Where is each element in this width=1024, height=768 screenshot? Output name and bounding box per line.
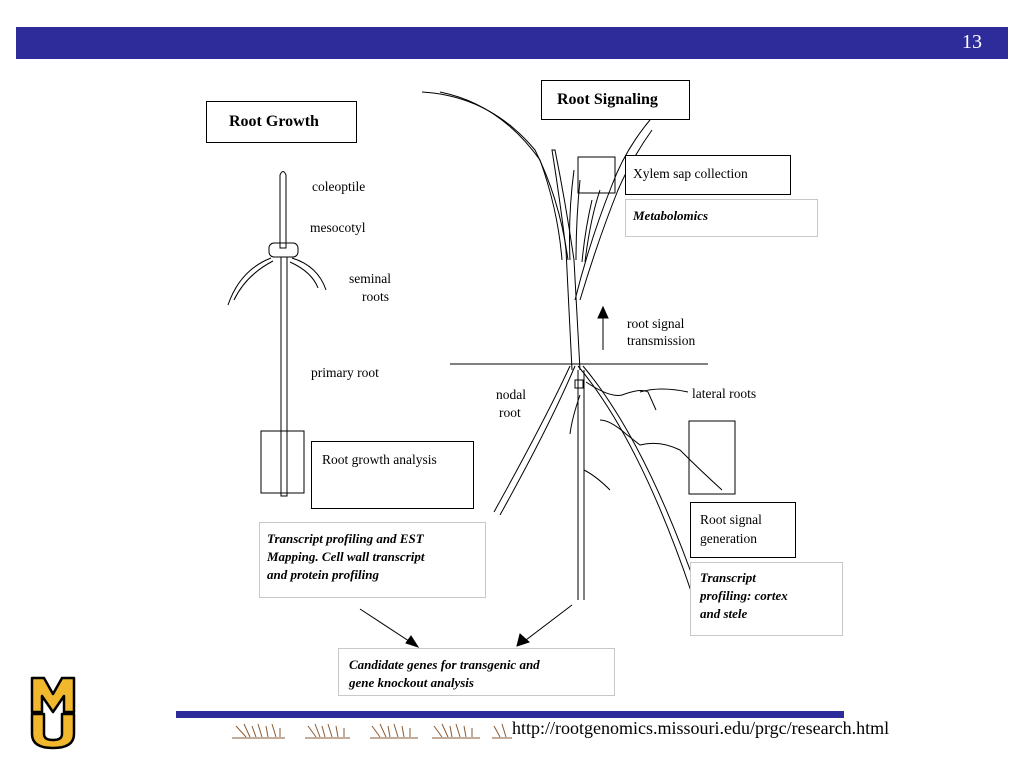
label-nodal-1: nodal [496,387,526,402]
footer-url[interactable]: http://rootgenomics.missouri.edu/prgc/re… [512,718,890,738]
root-growth-heading: Root Growth [206,101,357,143]
label-nodal-2: root [499,405,521,420]
label-root-signal-1: root signal [627,316,685,331]
root-signal-generation-line-1: Root signal [700,512,762,527]
label-seminal-2: roots [362,289,389,304]
cortex-stele-line-3: and stele [700,606,748,621]
transcript-profiling-box: Transcript profiling and EST Mapping. Ce… [259,522,486,598]
label-coleoptile: coleoptile [312,179,366,194]
root-growth-analysis-box: Root growth analysis [311,441,474,509]
left-arrow [359,608,420,648]
candidate-genes-line-1: Candidate genes for transgenic and [349,657,540,672]
metabolomics-text: Metabolomics [633,208,709,223]
transcript-profiling-line-3: and protein profiling [267,567,379,582]
title-bar: 13 [16,27,1008,59]
label-mesocotyl: mesocotyl [310,220,366,235]
label-root-signal-2: transmission [627,333,696,346]
cortex-stele-box: Transcript profiling: cortex and stele [690,562,843,636]
label-seminal-1: seminal [349,271,391,286]
root-growth-analysis-text: Root growth analysis [322,452,437,467]
transcript-profiling-line-1: Transcript profiling and EST [267,531,424,546]
xylem-sap-box: Xylem sap collection [625,155,791,195]
slide-number: 13 [962,31,982,53]
cortex-stele-line-1: Transcript [700,570,756,585]
footer-bar [176,711,844,718]
label-lateral-roots: lateral roots [692,386,757,401]
metabolomics-box: Metabolomics [625,199,818,237]
root-signaling-heading: Root Signaling [541,80,690,120]
cortex-stele-line-2: profiling: cortex [700,588,788,603]
lateral-root-frame [688,420,736,495]
candidate-genes-box: Candidate genes for transgenic and gene … [338,648,615,696]
root-signal-generation-line-2: generation [700,531,757,546]
seedling-drawing [227,171,327,497]
signal-arrow [597,305,609,350]
root-tip-frame [260,430,305,494]
candidate-genes-line-2: gene knockout analysis [349,675,474,690]
transcript-profiling-line-2: Mapping. Cell wall transcript [267,549,425,564]
label-primary-root: primary root [311,365,379,380]
root-signal-generation-box: Root signal generation [690,502,796,558]
mature-plant-drawing [421,91,723,600]
university-shield-logo [30,676,76,750]
right-arrow [516,604,573,647]
root-illustration-strip [232,723,512,739]
xylem-sap-text: Xylem sap collection [633,166,748,181]
stem-frame [577,156,616,194]
